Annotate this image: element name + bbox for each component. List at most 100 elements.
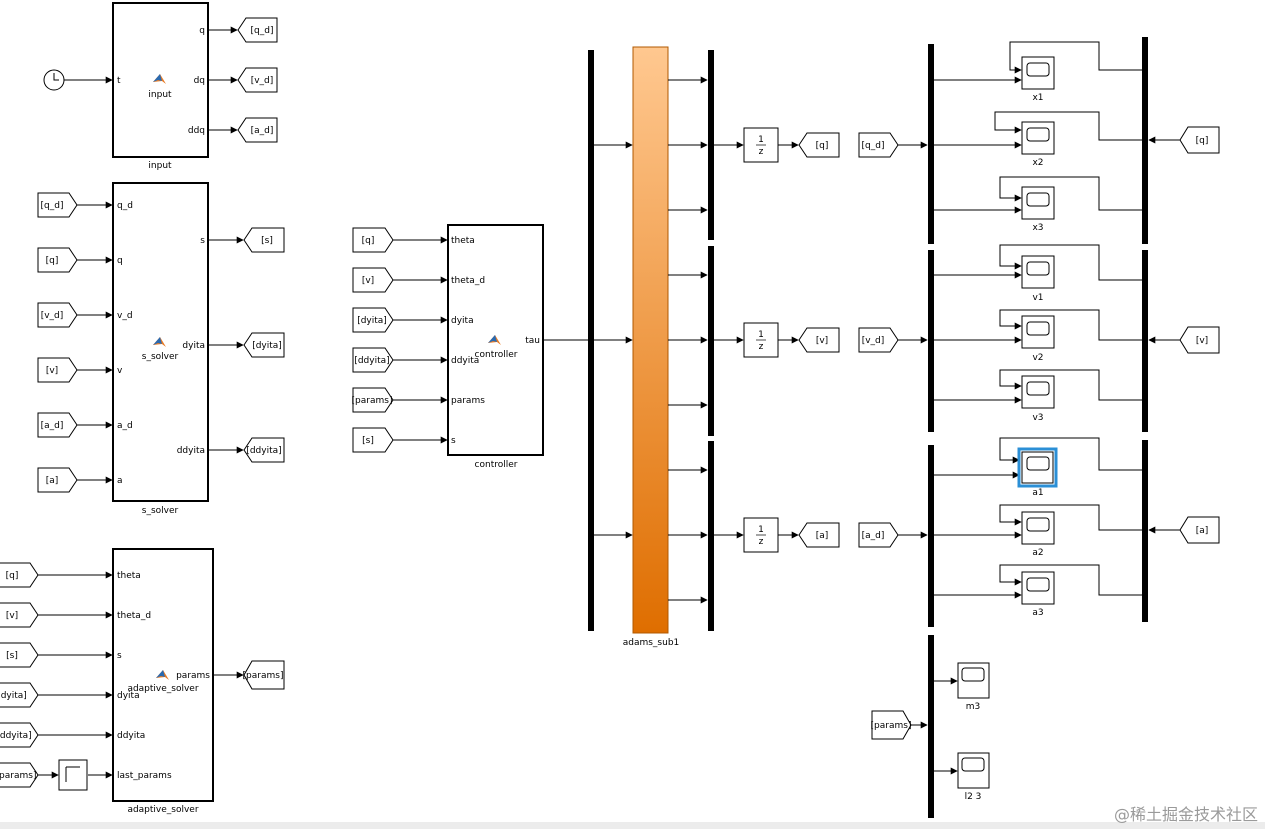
clock-block[interactable] xyxy=(43,69,65,91)
from-tag[interactable]: [a_d] xyxy=(858,522,899,548)
demux-bus[interactable] xyxy=(708,441,714,631)
scope-m3[interactable]: m3 xyxy=(957,662,990,712)
delay-den: z xyxy=(759,537,764,547)
goto-tag[interactable]: [dyita] xyxy=(243,332,285,358)
scope-v3[interactable]: v3 xyxy=(1021,375,1055,423)
from-tag[interactable]: [v_d] xyxy=(858,327,899,353)
goto-tag[interactable]: [a] xyxy=(798,522,840,548)
port-label: params xyxy=(451,396,485,406)
goto-tag[interactable]: [q_d] xyxy=(237,17,278,43)
goto-tag[interactable]: [v] xyxy=(798,327,840,353)
from-tag[interactable]: [dyita] xyxy=(352,307,394,333)
from-tag[interactable]: [a_d] xyxy=(37,412,78,438)
port-label: theta xyxy=(117,571,141,581)
from-tag[interactable]: [ddyita] xyxy=(352,347,394,373)
svg-text:[ddyita]: [ddyita] xyxy=(246,446,281,456)
input-block[interactable]: input input t q dq ddq xyxy=(112,2,209,171)
goto-tag[interactable]: [a_d] xyxy=(237,117,278,143)
port-label: theta_d xyxy=(451,276,485,286)
svg-text:[v_d]: [v_d] xyxy=(251,76,274,86)
from-tag[interactable]: [ddyita] xyxy=(0,722,39,748)
port-label: s xyxy=(451,436,456,446)
svg-text:a1: a1 xyxy=(1032,488,1043,498)
controller-block[interactable]: controller controller theta theta_d dyit… xyxy=(447,224,544,470)
adams-sub1-block[interactable] xyxy=(632,46,669,634)
goto-tag[interactable]: [v_d] xyxy=(237,67,278,93)
unit-delay-v[interactable]: 1 z xyxy=(743,322,779,358)
scope-a3[interactable]: a3 xyxy=(1021,571,1055,618)
from-tag[interactable]: [a] xyxy=(1179,516,1220,544)
svg-text:[params]: [params] xyxy=(871,721,912,731)
block-name-label: adams_sub1 xyxy=(623,638,680,648)
svg-text:[ddyita]: [ddyita] xyxy=(0,731,32,741)
demux-bus[interactable] xyxy=(708,50,714,240)
scope-l2-3[interactable]: l2 3 xyxy=(957,752,990,802)
from-tag[interactable]: [v] xyxy=(352,267,394,293)
unit-delay-a[interactable]: 1 z xyxy=(743,517,779,553)
scope-mux[interactable] xyxy=(928,635,934,818)
goto-tag[interactable]: [params] xyxy=(243,660,285,690)
scope-v1[interactable]: v1 xyxy=(1021,255,1055,303)
from-tag[interactable]: [q] xyxy=(37,247,78,273)
unit-delay-block[interactable] xyxy=(58,759,88,791)
goto-tag[interactable]: [s] xyxy=(243,227,285,253)
from-tag[interactable]: [q] xyxy=(0,562,39,588)
svg-text:[v]: [v] xyxy=(6,611,18,621)
from-tag[interactable]: [q_d] xyxy=(858,132,899,158)
mux-bus[interactable] xyxy=(588,50,594,631)
scope-v2[interactable]: v2 xyxy=(1021,315,1055,363)
matlab-function-icon xyxy=(156,670,169,680)
scope-mux[interactable] xyxy=(928,44,934,244)
scope-mux[interactable] xyxy=(928,250,934,432)
from-tag[interactable]: [a] xyxy=(37,467,78,493)
scope-a1[interactable]: a1 xyxy=(1017,447,1058,498)
block-name-label: adaptive_solver xyxy=(127,805,198,815)
scope-mux-right[interactable] xyxy=(1142,250,1148,432)
svg-text:a3: a3 xyxy=(1032,608,1043,618)
svg-text:x2: x2 xyxy=(1032,158,1043,168)
matlab-function-icon xyxy=(488,335,501,345)
scope-x1[interactable]: x1 xyxy=(1021,56,1055,103)
from-tag[interactable]: [params] xyxy=(352,387,394,413)
port-label: v_d xyxy=(117,311,133,321)
block-inner-label: adaptive_solver xyxy=(127,684,198,694)
scope-mux-right[interactable] xyxy=(1142,37,1148,244)
svg-text:[q]: [q] xyxy=(362,236,375,246)
svg-text:[q_d]: [q_d] xyxy=(251,26,274,36)
adaptive-solver-block[interactable]: adaptive_solver adaptive_solver theta th… xyxy=(112,548,214,815)
port-label: a xyxy=(117,476,123,486)
svg-text:[v]: [v] xyxy=(46,366,58,376)
port-label: ddyita xyxy=(451,356,479,366)
from-tag[interactable]: [v] xyxy=(0,602,39,628)
goto-tag[interactable]: [ddyita] xyxy=(243,437,285,463)
from-tag[interactable]: [v] xyxy=(37,357,78,383)
from-tag[interactable]: [dyita] xyxy=(0,682,39,708)
delay-num: 1 xyxy=(758,330,764,340)
from-tag[interactable]: [v] xyxy=(1179,326,1220,354)
scope-x3[interactable]: x3 xyxy=(1021,186,1055,233)
matlab-function-icon xyxy=(153,74,166,84)
from-tag[interactable]: [s] xyxy=(0,642,39,668)
from-tag[interactable]: [q_d] xyxy=(37,192,78,218)
scope-a2[interactable]: a2 xyxy=(1021,511,1055,558)
scope-mux-right[interactable] xyxy=(1142,440,1148,622)
svg-text:[s]: [s] xyxy=(261,236,273,246)
unit-delay-q[interactable]: 1 z xyxy=(743,127,779,163)
from-tag[interactable]: [q] xyxy=(1179,126,1220,154)
svg-text:[a_d]: [a_d] xyxy=(251,126,274,136)
block-name-label: controller xyxy=(475,460,518,470)
from-tag[interactable]: [params] xyxy=(0,762,39,788)
demux-bus[interactable] xyxy=(708,246,714,436)
from-tag[interactable]: [s] xyxy=(352,427,394,453)
s-solver-block[interactable]: s_solver s_solver q_d q v_d v a_d a s dy… xyxy=(112,182,209,516)
svg-text:[dyita]: [dyita] xyxy=(252,341,282,351)
scope-x2[interactable]: x2 xyxy=(1021,121,1055,168)
from-tag[interactable]: [v_d] xyxy=(37,302,78,328)
scope-mux[interactable] xyxy=(928,445,934,627)
svg-text:[q]: [q] xyxy=(1196,136,1209,146)
delay-den: z xyxy=(759,147,764,157)
goto-tag[interactable]: [q] xyxy=(798,132,840,158)
from-tag[interactable]: [q] xyxy=(352,227,394,253)
from-tag[interactable]: [params] xyxy=(871,710,912,740)
